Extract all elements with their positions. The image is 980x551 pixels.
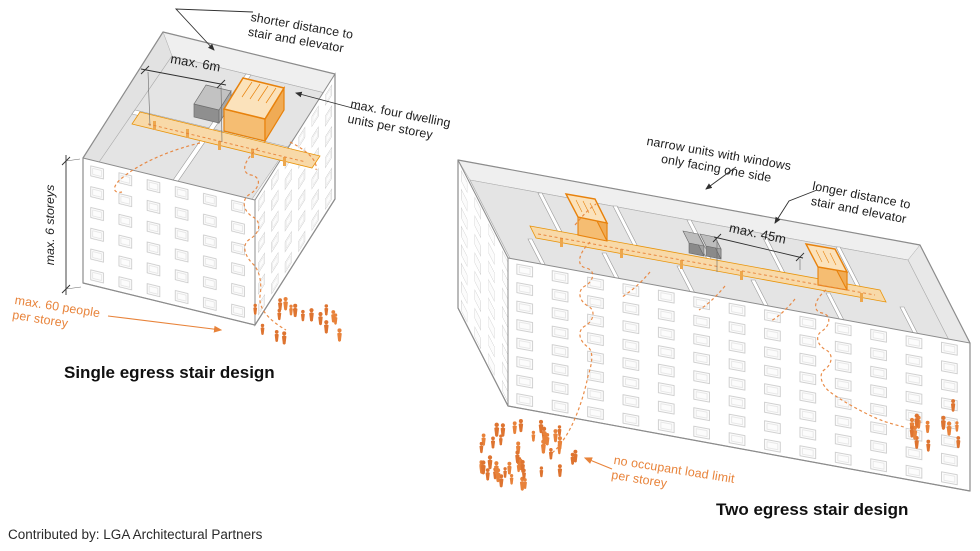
- facade-left: [82, 157, 256, 326]
- occupants-crowd-large: [479, 419, 578, 491]
- egress-path: [537, 203, 905, 454]
- occupants-arrow-left: [107, 315, 223, 333]
- dimension-45m: [712, 233, 805, 272]
- two-egress-building: [457, 159, 971, 492]
- leader-lines-left: [174, 8, 361, 111]
- stair-core-1: [564, 193, 609, 242]
- dimension-6-storeys: [61, 155, 82, 295]
- corridor: [529, 225, 887, 303]
- caption-two-egress: Two egress stair design: [716, 500, 909, 519]
- label-max-storeys: max. 6 storeys: [43, 184, 57, 266]
- single-egress-building: [82, 31, 342, 345]
- elevator-core: [193, 84, 232, 125]
- attribution-text: Contributed by: LGA Architectural Partne…: [8, 527, 263, 542]
- occupants-arrow-right: [583, 457, 613, 470]
- egress-path: [113, 123, 317, 331]
- caption-single-egress: Single egress stair design: [64, 363, 275, 382]
- dimension-6m: [140, 65, 227, 143]
- stair-core: [222, 77, 286, 144]
- leader-lines-right: [705, 166, 818, 224]
- elevator-core: [682, 230, 722, 260]
- stair-core-2: [804, 243, 849, 291]
